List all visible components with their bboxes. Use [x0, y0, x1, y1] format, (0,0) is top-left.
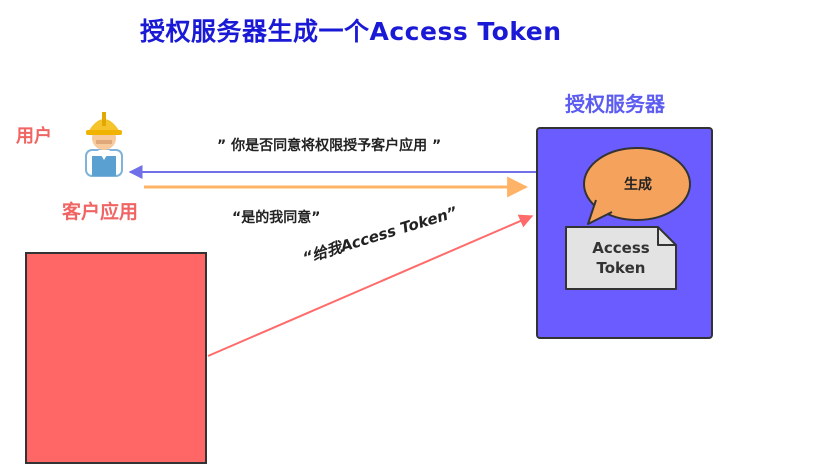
arrow-request-token — [207, 214, 534, 357]
user-worker-icon — [85, 112, 123, 177]
client-app-box — [25, 252, 207, 464]
access-token-label: Access Token — [575, 238, 667, 278]
token-line-2: Token — [596, 259, 646, 277]
access-token-document — [565, 226, 677, 290]
server-label: 授权服务器 — [565, 92, 665, 116]
ask-consent-message: ” 你是否同意将权限授予客户应用 ” — [217, 138, 442, 154]
client-label: 客户应用 — [62, 201, 139, 223]
user-label: 用户 — [16, 126, 52, 147]
consent-reply-message: “是的我同意” — [232, 210, 321, 226]
diagram-title: 授权服务器生成一个Access Token — [140, 17, 562, 46]
token-line-1: Access — [592, 239, 650, 257]
generate-label: 生成 — [624, 177, 652, 193]
generate-bubble — [583, 147, 691, 225]
